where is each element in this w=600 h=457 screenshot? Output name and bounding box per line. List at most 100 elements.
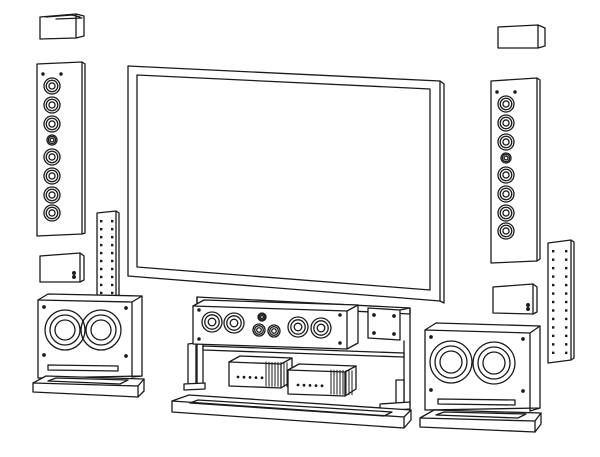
knob <box>260 376 264 380</box>
left-base-plinth <box>32 375 145 398</box>
rail-hole <box>100 267 103 271</box>
rail-hole <box>100 235 103 239</box>
left-subwoofer <box>37 293 143 379</box>
knob <box>236 375 240 379</box>
rail-hole <box>552 250 555 253</box>
woofer <box>497 133 515 151</box>
screw <box>197 308 201 312</box>
rail-hole <box>111 283 114 287</box>
right-tower-speaker <box>490 77 541 264</box>
woofer <box>310 317 332 339</box>
rail-hole <box>565 250 568 253</box>
left-height-speaker <box>39 13 85 40</box>
knob <box>314 384 318 387</box>
rail-hole <box>565 258 568 261</box>
knob <box>242 375 246 379</box>
rail-hole <box>565 351 568 355</box>
woofer <box>43 148 61 166</box>
rail-hole <box>552 343 555 346</box>
right-amplifier <box>287 363 357 397</box>
right-mounting-rail <box>547 239 575 364</box>
rail-hole <box>552 266 555 270</box>
rail-hole <box>565 275 568 278</box>
rail-hole <box>552 283 555 287</box>
right-base-plinth <box>419 409 542 433</box>
right-small-satellite <box>492 283 538 315</box>
screw <box>197 337 201 341</box>
tweeter <box>257 312 267 322</box>
rail-hole <box>111 267 114 271</box>
rail-hole <box>111 220 114 223</box>
rail-hole <box>552 300 555 304</box>
woofer <box>497 95 515 113</box>
rail-hole <box>552 309 555 312</box>
rail-hole <box>565 309 568 312</box>
rail-hole <box>552 326 555 329</box>
woofer <box>497 166 515 184</box>
screw <box>513 90 517 94</box>
woofer <box>43 167 61 185</box>
rail-hole <box>100 259 103 263</box>
knob <box>320 384 324 388</box>
rail-hole <box>111 291 114 295</box>
tv-screen <box>127 65 445 304</box>
rail-hole <box>111 227 114 231</box>
rail-hole <box>565 283 568 287</box>
knob <box>296 383 300 387</box>
rail-hole <box>552 258 555 261</box>
rail-hole <box>565 343 568 346</box>
knob <box>302 383 306 387</box>
rail-hole <box>552 351 555 355</box>
woofer <box>43 204 61 222</box>
right-height-speaker <box>497 24 546 49</box>
midrange <box>267 324 281 338</box>
rail-hole <box>111 243 114 247</box>
rail-hole <box>552 292 555 295</box>
rail-hole <box>100 220 103 223</box>
woofer <box>223 312 245 334</box>
rail-hole <box>552 317 555 321</box>
screw <box>338 341 342 345</box>
woofer <box>43 186 61 204</box>
screw <box>59 72 63 76</box>
rail-hole <box>552 275 555 278</box>
center-channel-speaker <box>192 299 359 350</box>
woofer <box>287 316 309 338</box>
rail-hole <box>111 275 114 279</box>
rail-hole <box>565 326 568 329</box>
left-amplifier <box>228 355 293 389</box>
woofer <box>497 185 515 203</box>
rail-hole <box>552 334 555 338</box>
knob <box>254 376 258 379</box>
right-subwoofer <box>424 322 541 412</box>
tweeter <box>46 134 58 146</box>
rail-hole <box>565 292 568 295</box>
left-mounting-rail <box>96 210 120 299</box>
rail-hole <box>100 283 103 287</box>
rail-hole <box>100 291 103 295</box>
woofer <box>497 114 515 132</box>
rail-hole <box>565 266 568 270</box>
rail-hole <box>565 300 568 304</box>
rail-hole <box>100 275 103 279</box>
screw <box>41 72 45 76</box>
woofer <box>497 222 515 240</box>
rail-hole <box>565 334 568 338</box>
woofer <box>43 77 61 95</box>
rail-hole <box>111 235 114 239</box>
knob <box>248 376 252 379</box>
woofer <box>201 311 223 333</box>
center-base-plinth <box>171 394 412 429</box>
left-tower-speaker <box>36 61 86 237</box>
woofer <box>497 204 515 222</box>
midrange <box>252 323 266 337</box>
rail-hole <box>111 251 114 255</box>
woofer <box>43 96 61 114</box>
rail-hole <box>565 317 568 321</box>
screw <box>338 313 342 317</box>
rail-hole <box>100 227 103 231</box>
knob <box>308 384 312 387</box>
woofer <box>43 115 61 133</box>
